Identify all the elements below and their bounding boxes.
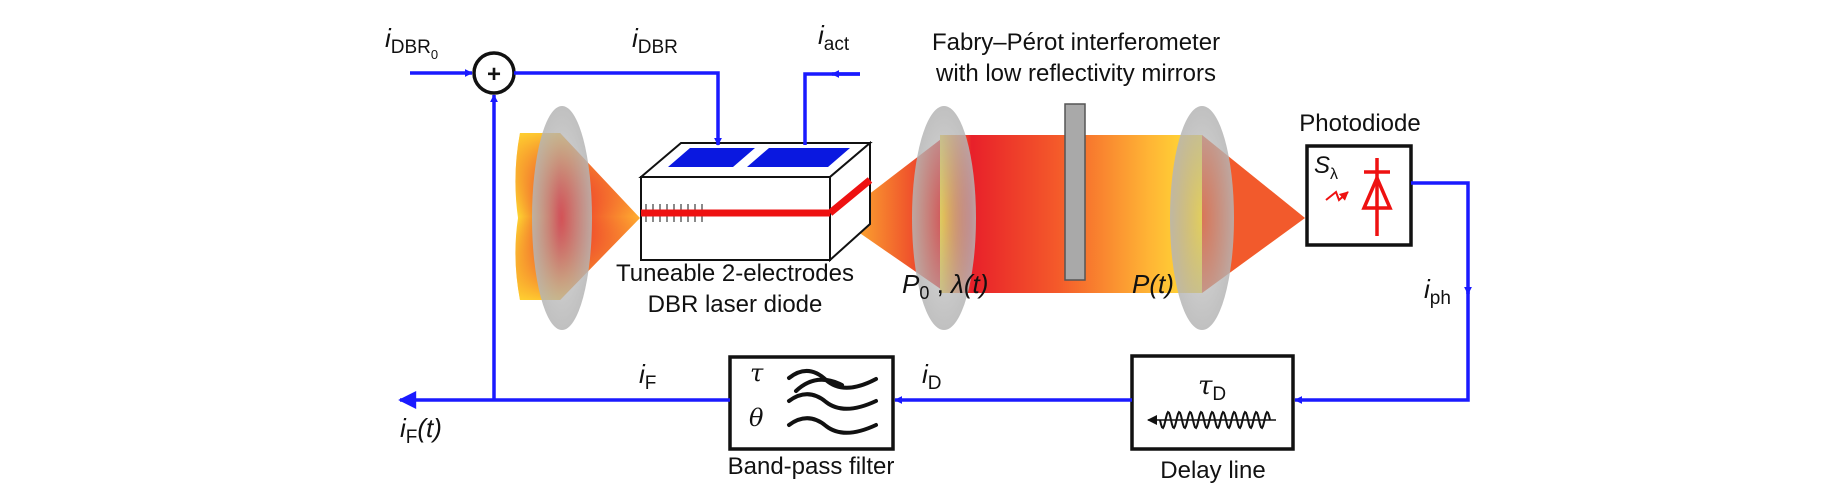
band-pass-filter-icon — [787, 369, 878, 435]
label-i-d: iD — [922, 359, 942, 394]
delay-line-block — [1130, 354, 1295, 451]
label-tau: τ — [750, 359, 764, 387]
photodiode-title: Photodiode — [1299, 110, 1420, 137]
wire-i-ph — [1411, 181, 1472, 295]
wire-i-act — [803, 72, 860, 145]
label-theta: θ — [749, 404, 764, 432]
label-i-act: iact — [818, 20, 850, 55]
laser-title-line1: Tuneable 2-electrodes — [616, 260, 854, 287]
lens-icon — [1170, 106, 1234, 330]
delay-caption: Delay line — [1160, 457, 1265, 484]
lens-icon — [912, 106, 976, 330]
laser-title-line2: DBR laser diode — [648, 291, 823, 318]
wire-i-dbr — [514, 71, 722, 146]
label-s-lambda: Sλ — [1314, 152, 1338, 183]
main-beam — [940, 135, 1305, 293]
label-p0-lambda: P0 , λ(t) — [902, 269, 988, 303]
photodiode-block — [1305, 144, 1413, 247]
active-electrode — [747, 148, 850, 167]
sum-symbol: + — [487, 61, 501, 88]
signal-wires — [398, 69, 1472, 409]
lens-icon — [532, 106, 592, 330]
fp-title-line2: with low reflectivity mirrors — [935, 60, 1216, 87]
dbr-electrode — [668, 148, 755, 167]
bandpass-caption: Band-pass filter — [728, 453, 895, 480]
fabry-perot-mirror — [1064, 103, 1086, 281]
label-i-ph: iph — [1424, 274, 1451, 309]
laser-diode-chip-icon — [638, 140, 873, 263]
label-i-dbr: iDBR — [632, 23, 678, 58]
label-i-dbr0: iDBR0 — [385, 23, 438, 62]
label-tau-d: τD — [1198, 371, 1226, 405]
label-p-t: P(t) — [1132, 269, 1174, 299]
label-i-f-t: iF(t) — [400, 413, 442, 448]
label-i-f: iF — [639, 359, 656, 394]
photodiode-symbol-icon — [1325, 158, 1393, 236]
band-pass-filter-block — [728, 355, 895, 451]
fp-title-line1: Fabry–Pérot interferometer — [932, 29, 1220, 56]
